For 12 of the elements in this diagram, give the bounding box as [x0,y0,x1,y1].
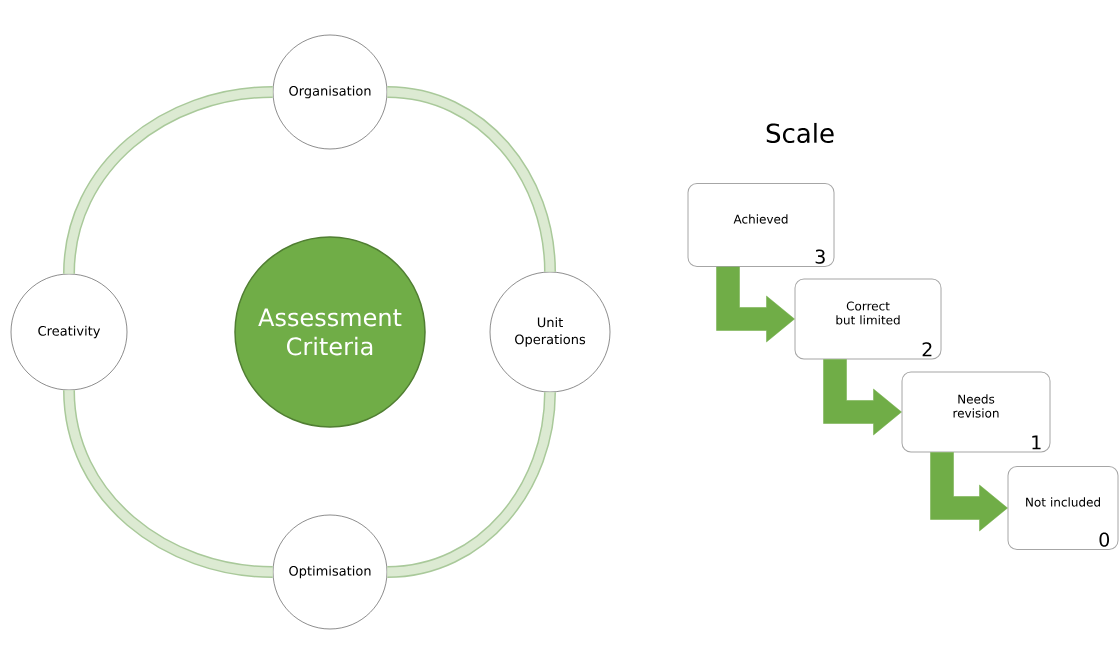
scale-heading: Scale [766,122,834,144]
ring-band [386,86,556,273]
scale-box: Achieved 3 [687,183,835,267]
scale-box: Needs revision 1 [901,371,1051,453]
bent-arrow [930,452,1008,532]
ring-band [63,389,274,578]
scale-box: Correct but limited 2 [794,278,942,360]
scale-box: Not included 0 [1007,466,1119,550]
ring-band [386,391,556,578]
bent-arrow [823,359,902,436]
ring-band [63,86,274,275]
bent-arrow [716,266,795,343]
